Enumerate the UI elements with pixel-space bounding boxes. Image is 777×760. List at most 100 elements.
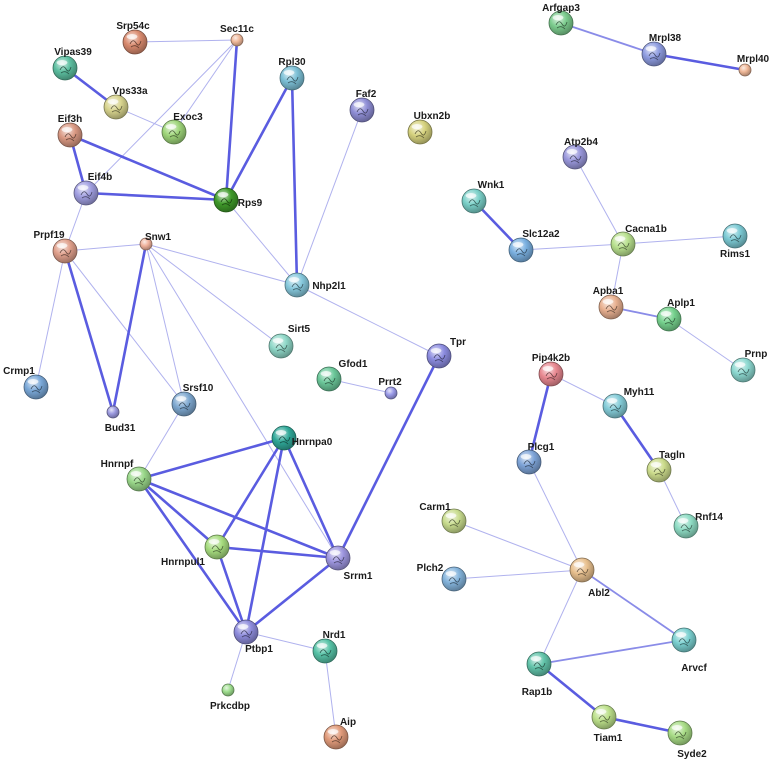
- node-syde2[interactable]: [667, 720, 693, 746]
- edge-plcg1-abl2[interactable]: [528, 461, 583, 571]
- node-bubble[interactable]: [738, 63, 752, 77]
- edge-sec11c-exoc3[interactable]: [173, 39, 238, 133]
- edge-srp54c-sec11c[interactable]: [134, 39, 238, 43]
- edge-hnrnpa0-srrm1[interactable]: [282, 436, 340, 560]
- node-tagln[interactable]: [646, 457, 672, 483]
- edge-eif3h-rps9[interactable]: [68, 133, 228, 202]
- edge-snw1-srsf10[interactable]: [145, 243, 185, 405]
- edge-rpl30-nhp2l1[interactable]: [290, 76, 299, 287]
- edge-nhp2l1-tpr[interactable]: [296, 284, 440, 357]
- edge-tiam1-syde2[interactable]: [602, 715, 682, 735]
- edge-hnrnpa0-hnrnpf[interactable]: [137, 436, 286, 481]
- node-srrm1[interactable]: [325, 545, 351, 571]
- node-abl2[interactable]: [569, 557, 595, 583]
- node-myh11[interactable]: [602, 393, 628, 419]
- node-nrd1[interactable]: [312, 638, 338, 664]
- edge-hnrnpf-srrm1[interactable]: [137, 477, 340, 560]
- node-prpf19[interactable]: [52, 238, 78, 264]
- node-pip4k2b[interactable]: [538, 361, 564, 387]
- edge-hnrnpa0-hnrnpul1[interactable]: [215, 436, 286, 549]
- node-srsf10[interactable]: [171, 391, 197, 417]
- edge-hnrnpf-ptbp1[interactable]: [137, 477, 248, 634]
- node-hnrnpul1[interactable]: [204, 534, 230, 560]
- edge-prpf19-snw1[interactable]: [64, 243, 147, 252]
- edge-tpr-srrm1[interactable]: [336, 354, 441, 560]
- node-rpl30[interactable]: [279, 65, 305, 91]
- node-bubble[interactable]: [139, 237, 153, 251]
- edge-hnrnpa0-ptbp1[interactable]: [244, 436, 286, 634]
- edge-hnrnpul1-srrm1[interactable]: [215, 545, 340, 560]
- node-carm1[interactable]: [441, 508, 467, 534]
- edge-sec11c-rps9[interactable]: [224, 38, 239, 202]
- edge-nrd1-aip[interactable]: [324, 650, 337, 738]
- node-tiam1[interactable]: [591, 704, 617, 730]
- node-rnf14[interactable]: [673, 513, 699, 539]
- edge-aplp1-prnp[interactable]: [668, 318, 744, 371]
- edge-snw1-bud31[interactable]: [111, 242, 148, 414]
- node-eif3h[interactable]: [57, 122, 83, 148]
- edge-arfgap3-mrpl38[interactable]: [560, 22, 655, 55]
- node-vipas39[interactable]: [52, 55, 78, 81]
- edge-abl2-rap1b[interactable]: [538, 569, 583, 665]
- node-aip[interactable]: [323, 724, 349, 750]
- edge-ptbp1-nrd1[interactable]: [245, 631, 326, 652]
- node-cacna1b[interactable]: [610, 231, 636, 257]
- edge-snw1-sirt5[interactable]: [145, 243, 282, 347]
- edge-rpl30-rps9[interactable]: [224, 76, 294, 202]
- edge-mrpl38-mrpl40[interactable]: [652, 52, 747, 72]
- node-snw1[interactable]: [139, 237, 153, 251]
- node-eif4b[interactable]: [73, 180, 99, 206]
- node-sec11c[interactable]: [230, 33, 244, 47]
- node-sirt5[interactable]: [268, 333, 294, 359]
- node-hnrnpf[interactable]: [126, 466, 152, 492]
- edge-prpf19-bud31[interactable]: [63, 249, 115, 414]
- edge-abl2-arvcf[interactable]: [581, 569, 685, 641]
- edge-rap1b-tiam1[interactable]: [537, 662, 606, 719]
- edge-faf2-nhp2l1[interactable]: [296, 109, 363, 286]
- node-wnk1[interactable]: [461, 188, 487, 214]
- node-bubble[interactable]: [384, 386, 398, 400]
- node-mrpl40[interactable]: [738, 63, 752, 77]
- edge-prpf19-crmp1[interactable]: [35, 250, 66, 388]
- node-bubble[interactable]: [230, 33, 244, 47]
- edge-snw1-srrm1[interactable]: [145, 243, 339, 559]
- edge-plch2-abl2[interactable]: [453, 569, 583, 580]
- edge-prpf19-srsf10[interactable]: [64, 250, 185, 405]
- node-mrpl38[interactable]: [641, 41, 667, 67]
- node-srp54c[interactable]: [122, 29, 148, 55]
- edge-snw1-nhp2l1[interactable]: [145, 243, 298, 286]
- edge-hnrnpf-hnrnpul1[interactable]: [137, 477, 219, 549]
- node-hnrnpa0[interactable]: [271, 425, 297, 451]
- node-prkcdbp[interactable]: [221, 683, 235, 697]
- node-rps9[interactable]: [213, 187, 239, 213]
- edge-srsf10-hnrnpf[interactable]: [138, 403, 185, 480]
- node-apba1[interactable]: [598, 294, 624, 320]
- node-vps33a[interactable]: [103, 94, 129, 120]
- node-rims1[interactable]: [722, 223, 748, 249]
- node-ptbp1[interactable]: [233, 619, 259, 645]
- node-prnp[interactable]: [730, 357, 756, 383]
- node-slc12a2[interactable]: [508, 237, 534, 263]
- edge-pip4k2b-plcg1[interactable]: [527, 372, 553, 464]
- node-gfod1[interactable]: [316, 366, 342, 392]
- node-prrt2[interactable]: [384, 386, 398, 400]
- node-bubble[interactable]: [221, 683, 235, 697]
- node-exoc3[interactable]: [161, 119, 187, 145]
- node-crmp1[interactable]: [23, 374, 49, 400]
- edge-hnrnpul1-ptbp1[interactable]: [215, 545, 248, 634]
- edge-carm1-abl2[interactable]: [453, 520, 583, 571]
- node-arvcf[interactable]: [671, 627, 697, 653]
- node-atp2b4[interactable]: [562, 144, 588, 170]
- edge-slc12a2-cacna1b[interactable]: [520, 243, 624, 251]
- node-tpr[interactable]: [426, 343, 452, 369]
- edge-eif4b-rps9[interactable]: [84, 191, 228, 202]
- node-plcg1[interactable]: [516, 449, 542, 475]
- node-bud31[interactable]: [106, 405, 120, 419]
- node-rap1b[interactable]: [526, 651, 552, 677]
- edge-rap1b-arvcf[interactable]: [538, 639, 685, 665]
- node-arfgap3[interactable]: [548, 10, 574, 36]
- edge-sec11c-eif4b[interactable]: [85, 39, 238, 194]
- node-aplp1[interactable]: [656, 306, 682, 332]
- node-ubxn2b[interactable]: [407, 119, 433, 145]
- node-nhp2l1[interactable]: [284, 272, 310, 298]
